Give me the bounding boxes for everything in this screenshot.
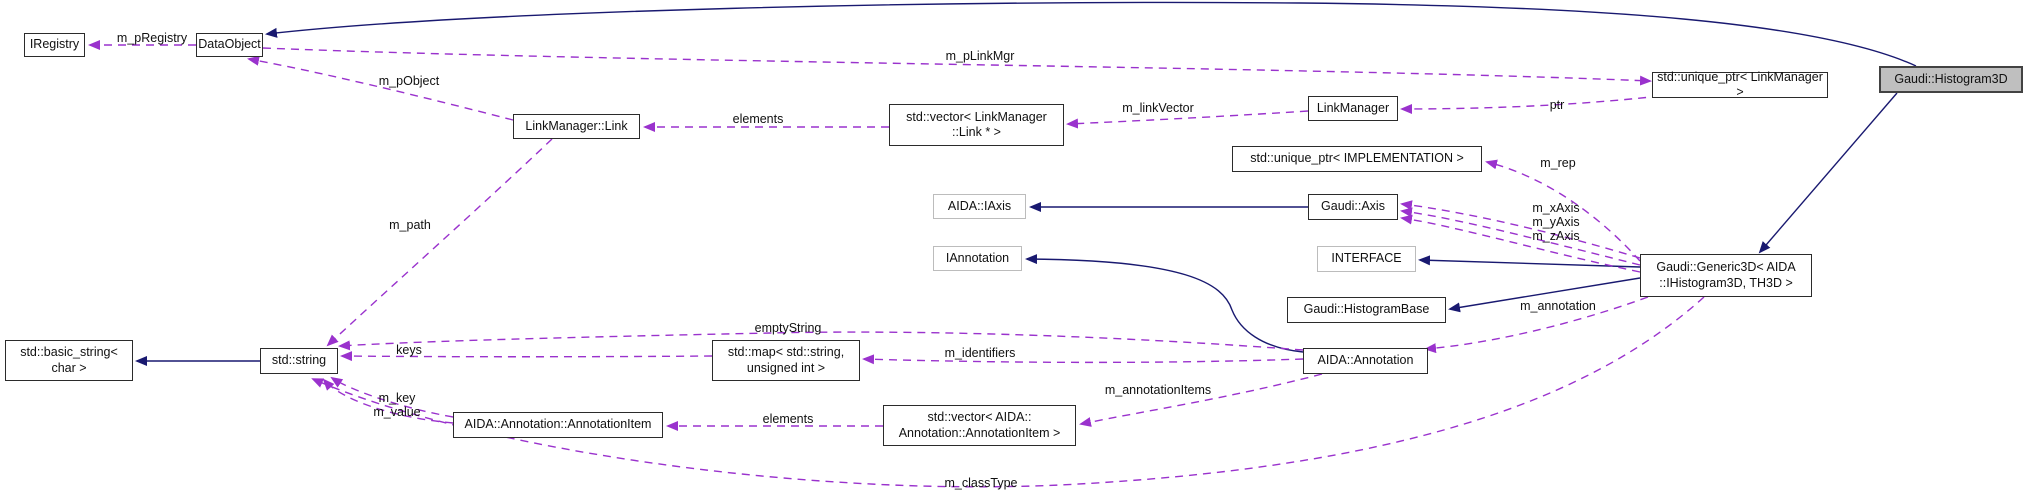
edge-label-m-path: m_path — [389, 218, 431, 232]
edge-link-string-path — [326, 138, 553, 347]
edge-uniqueptrlm-linkmanager — [1400, 95, 1661, 114]
edge-annotation-map — [862, 354, 1304, 365]
node-std-map[interactable]: std::map< std::string, unsigned int > — [712, 340, 860, 381]
node-linkmanager[interactable]: LinkManager — [1308, 96, 1398, 121]
edge-link-dataobject — [247, 55, 514, 121]
edge-label-m-axes: m_xAxis m_yAxis m_zAxis — [1532, 201, 1580, 243]
edge-label-m-pobject: m_pObject — [378, 74, 440, 88]
node-std-basic-string[interactable]: std::basic_string< char > — [5, 340, 133, 381]
edge-label-m-identifiers: m_identifiers — [944, 346, 1016, 360]
node-linkmanager-link[interactable]: LinkManager::Link — [513, 114, 640, 139]
node-interface: INTERFACE — [1317, 246, 1416, 272]
node-std-string[interactable]: std::string — [260, 348, 338, 374]
node-label: LinkManager — [1316, 100, 1390, 115]
edge-label-ptr: ptr — [1549, 98, 1565, 112]
node-label: IRegistry — [29, 37, 80, 52]
edge-label-m-annotationitems: m_annotationItems — [1104, 383, 1212, 397]
node-vector-linkmanager-link[interactable]: std::vector< LinkManager ::Link * > — [889, 104, 1064, 146]
node-aida-annotation-annotationitem[interactable]: AIDA::Annotation::AnnotationItem — [453, 412, 663, 438]
edge-generic3d-histogrambase — [1448, 277, 1641, 313]
node-label: std::unique_ptr< IMPLEMENTATION > — [1250, 151, 1464, 166]
node-label: Gaudi::Generic3D< AIDA ::IHistogram3D, T… — [1656, 260, 1796, 290]
node-label: AIDA::Annotation::AnnotationItem — [464, 417, 652, 432]
edge-generic3d-axis-y — [1400, 207, 1641, 266]
edge-label-elements-links: elements — [732, 112, 784, 126]
node-label: LinkManager::Link — [525, 118, 628, 133]
node-label: IAnnotation — [945, 250, 1010, 265]
node-gaudi-histogram3d: Gaudi::Histogram3D — [1879, 66, 2023, 93]
node-label: std::unique_ptr< LinkManager > — [1657, 69, 1823, 99]
node-unique-ptr-implementation[interactable]: std::unique_ptr< IMPLEMENTATION > — [1232, 146, 1482, 172]
edge-annotation-iannotation — [1025, 254, 1304, 353]
edge-label-emptystring: emptyString — [754, 321, 822, 335]
edge-generic3d-interface — [1418, 255, 1641, 268]
edge-label-m-key-value: m_key m_value — [373, 391, 421, 419]
edge-label-elements-items: elements — [762, 412, 814, 426]
node-gaudi-generic3d[interactable]: Gaudi::Generic3D< AIDA ::IHistogram3D, T… — [1640, 254, 1812, 297]
edge-dataobject-uniqueptrlm — [262, 47, 1652, 86]
node-label: std::string — [271, 353, 327, 368]
node-gaudi-axis[interactable]: Gaudi::Axis — [1308, 194, 1398, 220]
node-label: AIDA::IAxis — [947, 198, 1012, 213]
edge-generic3d-string-classtype — [311, 296, 1705, 488]
edge-label-m-annotation: m_annotation — [1520, 299, 1596, 313]
edge-generic3d-annotation — [1424, 296, 1649, 354]
edge-label-keys: keys — [396, 343, 422, 357]
edge-annotation-string-emptystring — [338, 331, 1304, 351]
edge-histogram3d-dataobject — [265, 1, 1917, 67]
node-label: std::map< std::string, unsigned int > — [727, 345, 845, 375]
edge-histogram3d-generic3d — [1758, 92, 1898, 254]
edge-label-m-pregistry: m_pRegistry — [116, 31, 188, 45]
node-unique-ptr-linkmanager[interactable]: std::unique_ptr< LinkManager > — [1652, 69, 1828, 99]
node-label: INTERFACE — [1331, 251, 1402, 266]
edge-map-string — [340, 351, 713, 362]
edge-label-m-classtype: m_classType — [944, 476, 1018, 490]
node-aida-annotation[interactable]: AIDA::Annotation — [1303, 348, 1428, 374]
edge-linkmanager-vectorlink — [1066, 110, 1309, 129]
node-label: Gaudi::Axis — [1321, 199, 1385, 214]
node-aida-iaxis: AIDA::IAxis — [933, 194, 1026, 219]
node-label: Gaudi::Histogram3D — [1894, 71, 2008, 86]
edge-label-m-rep: m_rep — [1540, 156, 1576, 170]
edge-label-m-linkvector: m_linkVector — [1122, 101, 1194, 115]
node-label: std::basic_string< char > — [20, 345, 118, 375]
node-dataobject[interactable]: DataObject — [196, 33, 263, 57]
edge-annotation-vectorai — [1079, 373, 1323, 427]
edge-label-m-plinkmgr: m_pLinkMgr — [945, 49, 1015, 63]
node-iregistry[interactable]: IRegistry — [24, 33, 85, 57]
edge-annotationitem-string-key — [330, 376, 454, 418]
edge-generic3d-axis-x — [1400, 200, 1641, 259]
node-label: DataObject — [198, 37, 261, 52]
node-label: std::vector< LinkManager ::Link * > — [906, 109, 1047, 139]
node-label: AIDA::Annotation — [1317, 353, 1414, 368]
node-vector-annotationitem[interactable]: std::vector< AIDA:: Annotation::Annotati… — [883, 405, 1076, 446]
node-label: std::vector< AIDA:: Annotation::Annotati… — [898, 410, 1061, 440]
node-iannotation: IAnnotation — [933, 246, 1022, 271]
node-gaudi-histogrambase[interactable]: Gaudi::HistogramBase — [1287, 297, 1446, 323]
node-label: Gaudi::HistogramBase — [1303, 302, 1430, 317]
